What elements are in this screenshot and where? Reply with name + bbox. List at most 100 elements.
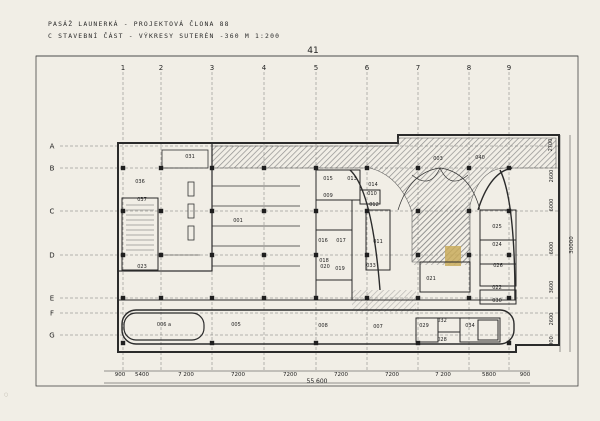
column-pillar	[506, 208, 512, 214]
column-pillar	[261, 165, 267, 171]
column-pillar	[466, 252, 472, 258]
ramp-hatch-center	[412, 205, 470, 265]
grid-label-col-6: 6	[365, 64, 370, 72]
column-pillar	[364, 295, 370, 301]
dimension-segment: 5400	[135, 372, 149, 378]
structural-columns	[120, 165, 512, 346]
column-pillar	[120, 208, 126, 214]
column-pillar	[261, 252, 267, 258]
right-dimension-total: 30000	[569, 236, 575, 254]
column-pillar	[415, 340, 421, 346]
room-label-008: 008	[318, 323, 328, 329]
room-label-010: 010	[367, 191, 377, 197]
column-pillar	[313, 165, 319, 171]
room-label-021: 021	[426, 276, 436, 282]
column-pillar	[415, 208, 421, 214]
dimension-segment: 7200	[385, 372, 399, 378]
grid-label-row-D: D	[49, 252, 54, 260]
room-label-033: 033	[366, 263, 376, 269]
dimension-segment: 5800	[482, 372, 496, 378]
right-dimension-segment: 6000	[549, 199, 555, 212]
column-pillar	[466, 165, 472, 171]
column-pillar	[158, 252, 164, 258]
dimension-segment: 7200	[231, 372, 245, 378]
right-dimension-segment: 900	[549, 336, 555, 346]
right-dimension-segment: 2600	[549, 313, 555, 326]
room-label-032: 032	[437, 318, 447, 324]
column-pillar	[261, 208, 267, 214]
room-label-040: 040	[475, 155, 485, 161]
column-pillar	[415, 165, 421, 171]
room-label-014: 014	[368, 182, 378, 188]
room-label-003: 003	[433, 156, 443, 162]
room-label-020: 020	[320, 264, 330, 270]
room-label-005: 005	[231, 322, 241, 328]
corridor-hatch	[352, 290, 416, 312]
dimension-segment: 7200	[283, 372, 297, 378]
dimension-segment: 7 200	[435, 372, 451, 378]
grid-label-row-E: E	[50, 295, 54, 303]
room-label-009: 009	[323, 193, 333, 199]
grid-label-col-7: 7	[416, 64, 420, 72]
room-label-001: 001	[233, 218, 243, 224]
dimension-total: 55 600	[307, 378, 328, 385]
grid-label-col-9: 9	[507, 64, 511, 72]
room-label-019: 019	[335, 266, 345, 272]
column-pillar	[261, 295, 267, 301]
right-dimension-top: 2700	[548, 139, 554, 152]
grid-label-col-8: 8	[467, 64, 471, 72]
column-pillar	[209, 295, 215, 301]
column-pillar	[506, 340, 512, 346]
column-pillar	[158, 295, 164, 301]
dimension-segment: 7 200	[178, 372, 194, 378]
grid-label-row-G: G	[49, 332, 54, 340]
column-pillar	[120, 252, 126, 258]
room-label-036: 036	[135, 179, 145, 185]
drawing-title-line-1: PASÁŽ LAUNERKÁ - PROJEKTOVÁ ČLONA 88	[48, 20, 230, 28]
dimension-labels: 900 5400 7 200 7200 7200 7200 7200 7 200 5800 900	[115, 372, 531, 378]
grid-label-col-3: 3	[210, 64, 214, 72]
room-label-006-a: 006 a	[157, 322, 171, 328]
dimension-segment: 900	[520, 372, 531, 378]
grid-label-col-1: 1	[121, 64, 125, 72]
room-label-015: 015	[323, 176, 333, 182]
column-pillar	[506, 165, 512, 171]
room-label-031: 031	[185, 154, 195, 160]
room-label-024: 024	[492, 242, 502, 248]
column-pillar	[506, 252, 512, 258]
right-dimension-segment: 3600	[549, 281, 555, 294]
grid-label-col-2: 2	[159, 64, 163, 72]
column-pillar	[364, 165, 370, 171]
column-pillar	[209, 252, 215, 258]
room-label-013: 013	[347, 176, 357, 182]
grid-label-row-A: A	[50, 143, 55, 151]
grid-label-col-5: 5	[314, 64, 318, 72]
dimension-segment: 900	[115, 372, 126, 378]
grid-label-row-F: F	[50, 310, 54, 318]
ramp-hatch-upper	[211, 137, 557, 263]
highlight-marker	[445, 246, 461, 266]
drawing-title-line-2: C STAVEBNÍ ČÁST - VÝKRESY SUTERÉN -360 M…	[48, 32, 281, 40]
gallery-006a	[123, 312, 205, 341]
column-pillar	[313, 340, 319, 346]
column-pillar	[466, 208, 472, 214]
column-pillar	[506, 295, 512, 301]
grid-label-row-B: B	[50, 165, 55, 173]
column-pillar	[466, 295, 472, 301]
column-pillar	[120, 340, 126, 346]
room-label-025: 025	[492, 224, 502, 230]
column-pillar	[209, 165, 215, 171]
column-pillar	[120, 295, 126, 301]
room-label-011: 011	[373, 239, 383, 245]
room-label-029: 029	[419, 323, 429, 329]
room-label-028: 028	[437, 337, 447, 343]
room-label-007: 007	[373, 324, 383, 330]
dimension-segment: 7200	[334, 372, 348, 378]
column-pillar	[158, 208, 164, 214]
column-pillar	[120, 165, 126, 171]
room-label-037: 037	[137, 197, 147, 203]
